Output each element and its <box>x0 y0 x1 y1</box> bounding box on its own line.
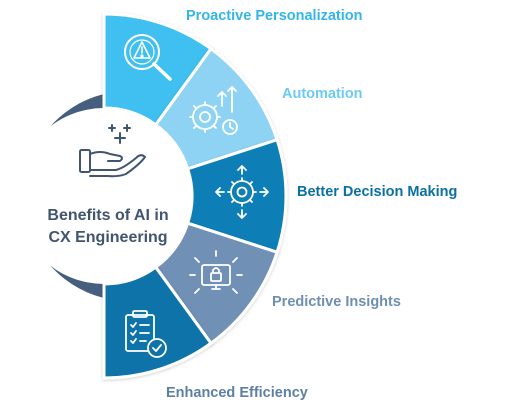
center-title: Benefits of AI in CX Engineering <box>28 205 188 249</box>
gears-arrow-icon <box>189 86 238 135</box>
gear-arrows-icon <box>215 165 269 219</box>
monitor-lock-icon <box>189 250 243 294</box>
label-predictive-insights: Predictive Insights <box>272 294 401 310</box>
center-title-line1: Benefits of AI in <box>47 207 169 224</box>
warning-magnifier-icon <box>124 34 172 81</box>
label-better-decision-making: Better Decision Making <box>297 184 458 200</box>
center-circle <box>16 108 192 284</box>
label-enhanced-efficiency: Enhanced Efficiency <box>166 385 308 401</box>
checklist-gear-icon <box>125 310 167 358</box>
center-title-line2: CX Engineering <box>48 229 168 246</box>
hand-sparkle-icon <box>79 124 146 178</box>
label-proactive-personalization: Proactive Personalization <box>186 8 363 24</box>
label-automation: Automation <box>282 86 363 102</box>
